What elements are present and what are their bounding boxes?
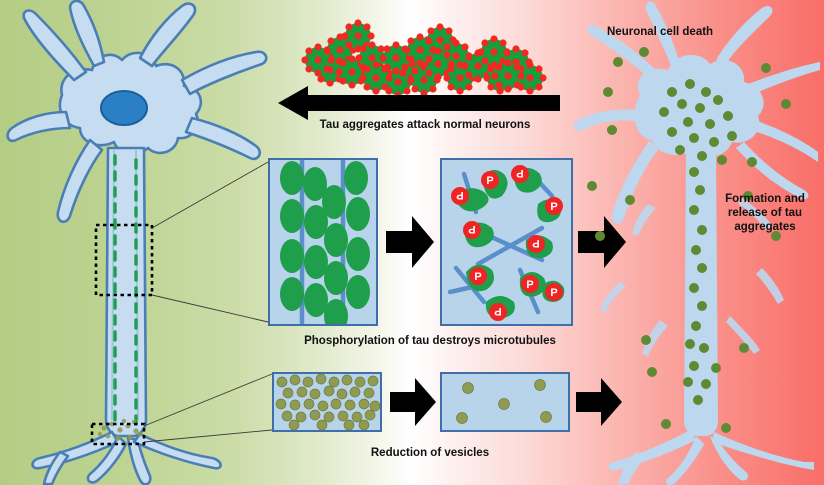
dendrite-r1 <box>587 24 660 85</box>
dendrite-lower-left <box>56 138 104 224</box>
sparse-vesicles-art <box>456 379 552 424</box>
dead-terminal-4 <box>712 432 814 470</box>
fragment-3 <box>642 320 668 356</box>
tau-attack-label: Tau aggregates attack normal neurons <box>319 119 531 131</box>
axon-terminal-4 <box>132 432 222 470</box>
phospho-tau-art: P P P P P P P P P P <box>447 165 565 321</box>
vesicle-transition-arrow <box>390 378 436 426</box>
dead-neuron-body <box>573 1 820 485</box>
dendrite-left <box>6 110 72 143</box>
dendrite-r7 <box>611 140 658 224</box>
terminal-vesicle-callout <box>90 422 146 446</box>
bound-tau-ellipses <box>280 161 370 324</box>
axon-tau-dashes <box>113 154 138 426</box>
vesicle-group <box>275 374 380 430</box>
microtubule-transition-arrow <box>386 216 434 268</box>
dense-vesicles-art <box>275 374 380 430</box>
fragment-1 <box>632 204 656 236</box>
axon-terminal-3 <box>126 436 152 485</box>
svg-text:P: P <box>486 175 493 187</box>
dendrite-r5 <box>750 120 818 162</box>
callout-connectors <box>143 161 273 443</box>
dendrite-r4 <box>748 62 820 94</box>
phosphorylation-label: Phosphorylation of tau destroys microtub… <box>304 335 556 347</box>
svg-text:P: P <box>526 279 533 291</box>
panel-healthy-microtubules <box>268 158 378 326</box>
fragment-4 <box>726 316 760 354</box>
connector-terminal-bottom <box>143 429 273 443</box>
svg-text:P: P <box>468 223 475 235</box>
svg-text:P: P <box>550 201 557 213</box>
connector-axon-top <box>151 161 269 229</box>
svg-text:P: P <box>474 271 481 283</box>
axon-microtubule-callout <box>94 223 154 297</box>
dendrite-right <box>180 50 268 96</box>
dendrite-r3 <box>716 5 773 68</box>
phosphate-markers: P P P P P P P P P P <box>451 165 563 321</box>
axon-terminal-2 <box>86 434 128 484</box>
cell-death-label: Neuronal cell death <box>607 26 714 38</box>
reduction-label: Reduction of vesicles <box>370 447 490 459</box>
nucleus <box>100 90 148 126</box>
connector-axon-bottom <box>151 294 269 323</box>
vesicle-group <box>456 379 552 424</box>
dendrite-top-left <box>68 0 106 68</box>
healthy-microtubule-art <box>280 160 370 324</box>
svg-text:P: P <box>550 287 557 299</box>
svg-text:P: P <box>456 189 463 201</box>
fragment-5 <box>600 282 626 312</box>
svg-text:P: P <box>532 237 539 249</box>
dendrite-upper-left <box>22 9 88 82</box>
microtubule-to-neuron-arrow <box>578 216 626 268</box>
formation-line-3: aggregates <box>734 221 796 234</box>
dendrite-r2 <box>645 1 680 68</box>
axon-terminal-5 <box>42 450 70 485</box>
panel-vesicles-few <box>440 372 570 432</box>
dendrite-lower-right <box>184 116 262 161</box>
connector-terminal-top <box>143 373 273 427</box>
panel-phospho-tau: P P P P P P P P P P <box>440 158 573 326</box>
dead-terminal-3 <box>710 436 749 481</box>
dendrite-r9 <box>736 142 809 200</box>
terminal-vesicles <box>97 418 143 441</box>
tau-attack-arrow <box>278 86 560 120</box>
fragment-6 <box>756 268 784 304</box>
fragment-2 <box>738 198 772 230</box>
vesicle-to-neuron-arrow <box>576 378 622 426</box>
dead-neuron-tau-aggregates <box>587 47 791 433</box>
formation-line-2: release of tau <box>727 207 803 220</box>
dead-terminal-2 <box>665 436 704 485</box>
formation-label: Formation and release of tau aggregates <box>712 192 818 234</box>
dendrite-top-right <box>138 2 197 68</box>
panel-vesicles-many <box>272 372 382 432</box>
svg-text:P: P <box>494 305 501 317</box>
dead-terminal-5 <box>618 452 646 484</box>
dendrite-r6 <box>573 109 640 131</box>
formation-line-1: Formation and <box>725 193 805 205</box>
svg-text:P: P <box>516 167 523 179</box>
